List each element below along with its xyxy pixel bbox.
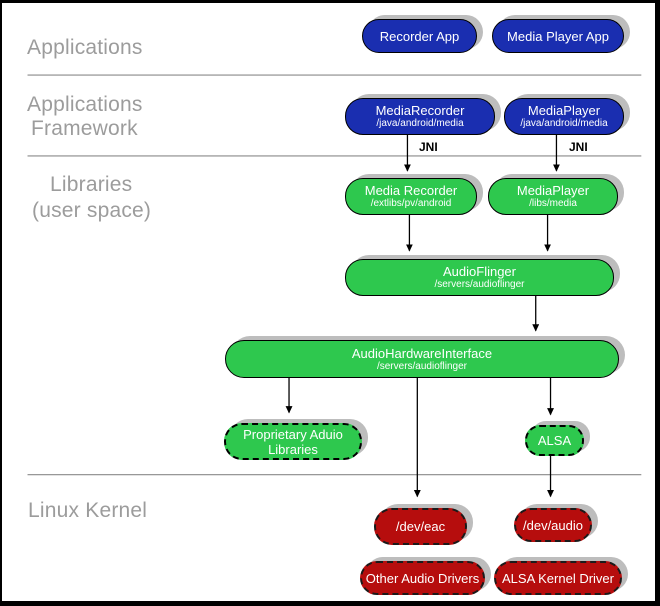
node-alsa-kernel-driver: ALSA Kernel Driver (494, 561, 622, 595)
node-label: Recorder App (379, 28, 460, 44)
section-label-libraries-line2: (user space) (32, 199, 152, 222)
jni-label-right: JNI (569, 140, 588, 154)
node-recorder-app: Recorder App (362, 19, 477, 53)
node-label: ALSA Kernel Driver (502, 570, 614, 586)
section-label-linux-kernel: Linux Kernel (28, 499, 148, 522)
node-media-recorder-lib: Media Recorder /extlibs/pv/android (345, 178, 477, 215)
node-label: AudioHardwareInterface (351, 345, 493, 361)
node-label: MediaPlayer (527, 103, 601, 118)
node-alsa: ALSA (525, 425, 584, 456)
node-label: AudioFlinger (443, 264, 516, 279)
node-path: /servers/audioflinger (434, 279, 525, 290)
node-media-player-app: Media Player App (492, 19, 624, 53)
node-dev-audio: /dev/audio (514, 508, 592, 542)
node-path: /servers/audioflinger (376, 360, 468, 372)
node-mediaplayer-lib: MediaPlayer /libs/media (488, 178, 618, 215)
section-label-applications: Applications (27, 36, 143, 59)
node-dev-eac: /dev/eac (374, 508, 467, 545)
section-label-framework-line2: Framework (31, 117, 138, 140)
jni-label-left: JNI (419, 140, 438, 154)
node-path: /libs/media (529, 198, 577, 209)
section-label-framework-line1: Applications (27, 93, 143, 116)
section-label-libraries-line1: Libraries (50, 173, 133, 196)
node-proprietary-audio-libraries: Proprietary Aduio Libraries (224, 423, 362, 460)
node-label: Media Recorder (364, 183, 458, 198)
node-label: MediaRecorder (375, 103, 465, 118)
node-audioflinger: AudioFlinger /servers/audioflinger (345, 259, 614, 296)
node-audiohardwareinterface: AudioHardwareInterface /servers/audiofli… (225, 340, 619, 378)
node-path: /extlibs/pv/android (370, 198, 452, 209)
node-label: Media Player App (507, 28, 609, 44)
node-path: /java/android/media (376, 118, 464, 129)
node-label: Other Audio Drivers (365, 570, 480, 586)
node-mediarecorder-framework: MediaRecorder /java/android/media (345, 98, 495, 135)
node-label: MediaPlayer (516, 183, 590, 198)
node-other-audio-drivers: Other Audio Drivers (360, 561, 485, 595)
node-label: /dev/eac (395, 519, 446, 534)
node-mediaplayer-framework: MediaPlayer /java/android/media (504, 98, 624, 135)
node-path: /java/android/media (520, 118, 608, 129)
node-label: /dev/audio (523, 517, 583, 533)
node-label: Proprietary Aduio Libraries (243, 426, 343, 457)
node-label: ALSA (537, 433, 572, 448)
